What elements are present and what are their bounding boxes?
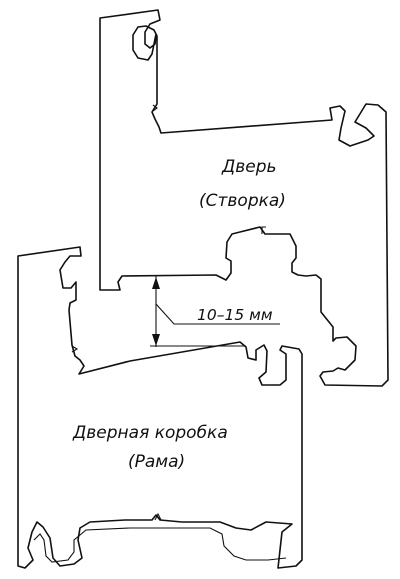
door-sublabel: (Створка) xyxy=(199,191,286,211)
door-label: Дверь xyxy=(221,157,277,177)
door-sash-profile xyxy=(99,9,389,387)
frame-nub-left xyxy=(71,345,79,353)
sash-nub-top xyxy=(261,226,266,234)
dimension-leader-line xyxy=(155,303,280,325)
dimension-arrow-bottom xyxy=(152,334,160,346)
dimension-arrow-top xyxy=(152,277,160,289)
gap-dimension-label: 10–15 мм xyxy=(197,306,273,324)
door-frame-profile xyxy=(17,246,303,569)
frame-nub-bottom xyxy=(154,512,162,521)
frame-bottom-inner-contour xyxy=(33,527,287,563)
frame-sublabel: (Рама) xyxy=(128,452,185,472)
frame-label: Дверная коробка xyxy=(72,423,228,443)
sash-nub-left xyxy=(152,104,158,112)
